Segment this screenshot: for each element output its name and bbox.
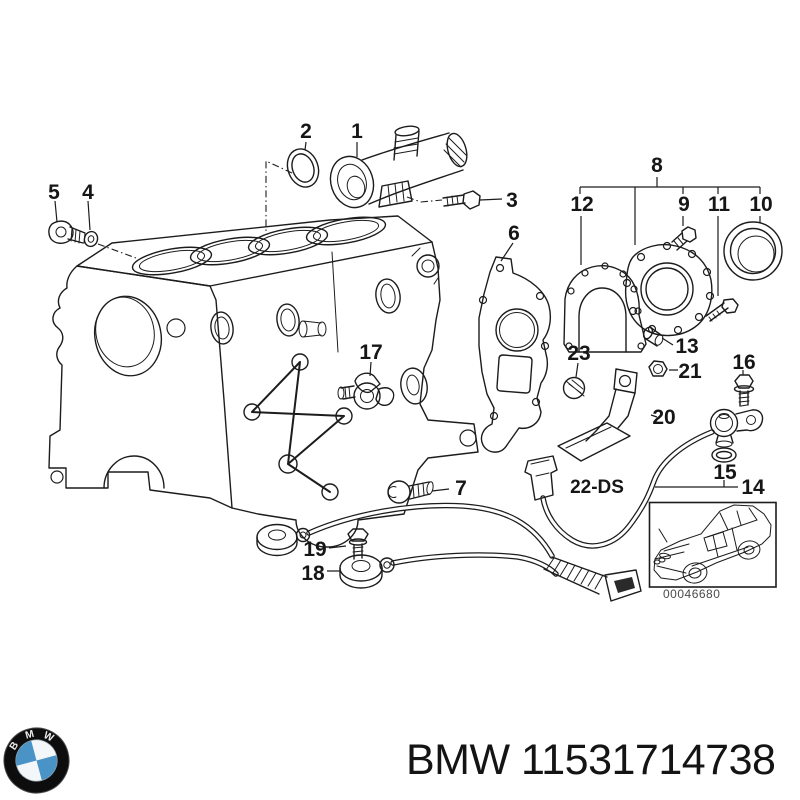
callout-14: 14 <box>741 476 765 499</box>
part-18-19-knock-sensors <box>256 502 642 602</box>
callout-11: 11 <box>708 193 731 216</box>
part-5-bolt <box>48 220 86 244</box>
part-21-nut <box>648 360 668 377</box>
group-8-bracket <box>579 177 761 245</box>
callout-7: 7 <box>455 477 467 500</box>
car-model-code: 00046680 <box>663 587 720 601</box>
part-15-oring <box>711 447 737 463</box>
exploded-parts-drawing: 1 2 3 4 5 6 7 8 9 10 11 12 13 14 15 16 1… <box>48 120 783 602</box>
callout-8: 8 <box>651 154 663 177</box>
part-6-gasket <box>478 256 552 453</box>
callout-16: 16 <box>732 351 755 374</box>
brand-part-number: BMW 11531714738 <box>406 736 776 784</box>
callout-20: 20 <box>652 406 675 429</box>
callout-12: 12 <box>570 193 593 216</box>
part-23-cap <box>562 376 586 400</box>
car-model-inset: 00046680 <box>648 501 777 601</box>
callout-6: 6 <box>508 222 520 245</box>
part-20-shield <box>557 368 638 462</box>
callout-5: 5 <box>48 181 60 204</box>
callout-22ds: 22-DS <box>570 477 624 498</box>
part-3-bolt <box>442 190 481 210</box>
cylinder-bores <box>131 216 387 276</box>
leader-lines <box>54 141 761 572</box>
callouts: 1 2 3 4 5 6 7 8 9 10 11 12 13 14 15 16 1… <box>48 120 773 585</box>
part-8-seal-housing <box>622 241 715 337</box>
callout-17: 17 <box>359 341 382 364</box>
part-16-bolt <box>733 374 755 407</box>
engine-block-drawing <box>48 215 479 548</box>
callout-18: 18 <box>301 562 325 585</box>
bmw-roundel-logo: B M W <box>3 727 70 794</box>
car-inset-frame <box>648 501 777 588</box>
callout-19: 19 <box>303 538 326 561</box>
part-7-plug <box>387 480 434 504</box>
part-10-seal <box>723 221 783 281</box>
roundel-letter-m: M <box>24 729 35 742</box>
part-4-washer <box>83 230 99 248</box>
callout-3: 3 <box>506 189 518 212</box>
part-2-seal-ring <box>286 148 320 188</box>
part-9-bolt <box>671 226 697 251</box>
car-drawing <box>653 504 772 584</box>
part-1-water-pipe <box>329 125 468 209</box>
roundel-letter-w: W <box>42 730 56 744</box>
part-11-bolt <box>705 298 739 322</box>
callout-1: 1 <box>351 120 363 143</box>
callout-2: 2 <box>300 120 312 143</box>
callout-9: 9 <box>678 193 690 216</box>
block-ribs <box>243 353 353 501</box>
part-17-sensor <box>337 372 395 410</box>
callout-4: 4 <box>82 181 94 204</box>
callout-13: 13 <box>675 335 698 358</box>
callout-23: 23 <box>567 342 590 365</box>
callout-21: 21 <box>678 360 702 383</box>
part-22ds-sensor-cable <box>524 408 764 549</box>
callout-10: 10 <box>749 193 772 216</box>
callout-15: 15 <box>713 461 737 484</box>
part-13-plug <box>642 326 664 347</box>
